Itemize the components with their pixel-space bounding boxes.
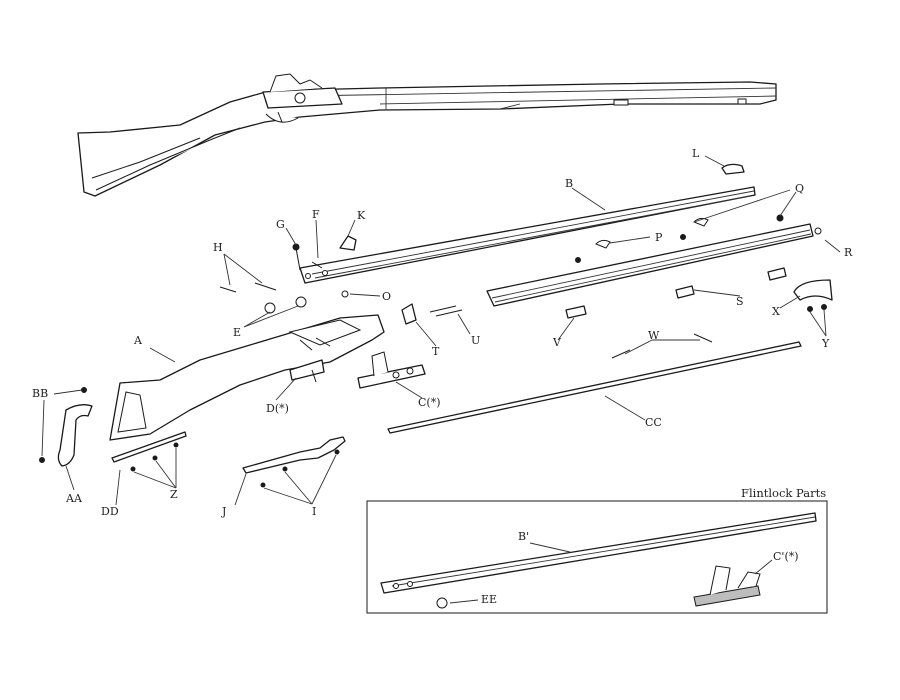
label-e: E <box>233 326 241 339</box>
label-b-prime: B' <box>518 530 529 543</box>
label-c: C(*) <box>418 396 441 409</box>
label-x: X <box>772 305 780 318</box>
toe-plate-dd <box>111 431 187 472</box>
label-s: S <box>736 295 744 308</box>
label-cc: CC <box>645 416 662 429</box>
trigger-guard-i <box>242 436 346 488</box>
label-z: Z <box>170 488 178 501</box>
trigger-d <box>289 359 325 383</box>
label-ee: EE <box>481 593 497 606</box>
label-g: G <box>276 218 285 231</box>
butt-plate-aa <box>39 387 93 467</box>
label-v: V <box>552 336 562 349</box>
barrel-r <box>486 223 822 307</box>
label-t: T <box>432 345 440 358</box>
small-parts <box>219 163 833 359</box>
barrel-b <box>299 186 756 284</box>
label-d: D(*) <box>266 402 289 415</box>
labels: Flintlock Parts A B B' C(*) C'(*) D(*) E… <box>32 147 853 606</box>
label-w: W <box>648 329 660 342</box>
lock-c <box>357 351 426 389</box>
inset-title: Flintlock Parts <box>741 486 826 500</box>
label-f: F <box>312 208 320 221</box>
leader-lines <box>41 155 841 506</box>
label-l: L <box>692 147 700 160</box>
label-p: P <box>655 231 663 244</box>
label-b: B <box>565 177 573 190</box>
label-dd: DD <box>101 505 119 518</box>
label-q: Q <box>795 182 804 195</box>
label-bb: BB <box>32 387 48 400</box>
label-h: H <box>213 241 223 254</box>
stock-part <box>109 314 385 441</box>
label-i: I <box>312 505 316 518</box>
label-aa: AA <box>65 492 83 505</box>
label-k: K <box>357 209 366 222</box>
ramrod-cc <box>387 341 802 434</box>
label-o: O <box>382 290 391 303</box>
label-y: Y <box>821 337 830 350</box>
flintlock-parts-inset <box>366 500 828 614</box>
assembled-rifle <box>77 73 777 197</box>
label-c-prime: C'(*) <box>773 550 799 563</box>
label-u: U <box>471 334 480 347</box>
label-j: J <box>221 505 226 518</box>
label-a: A <box>133 334 143 347</box>
label-r: R <box>844 246 853 259</box>
